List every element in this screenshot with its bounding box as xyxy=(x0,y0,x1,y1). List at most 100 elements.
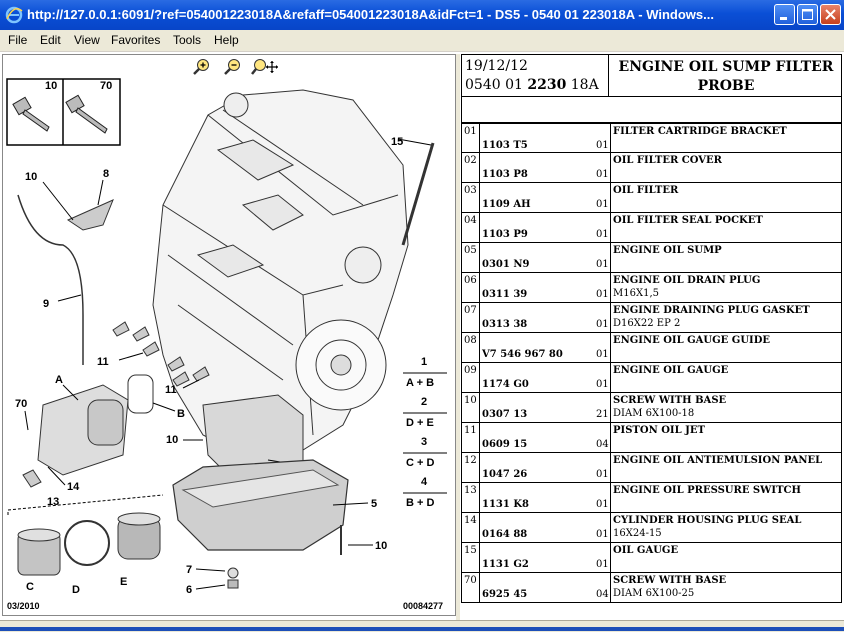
part-index: 06 xyxy=(464,275,477,286)
callout-15: 15 xyxy=(391,136,403,148)
inset-box xyxy=(6,78,121,146)
menu-favorites[interactable]: Favorites xyxy=(111,33,161,47)
part-reference[interactable]: 0307 13 xyxy=(482,409,528,420)
menu-edit[interactable]: Edit xyxy=(40,33,61,47)
part-reference[interactable]: 0301 N9 xyxy=(482,259,530,270)
part-description: SCREW WITH BASE xyxy=(613,575,727,586)
col-divider xyxy=(479,543,480,572)
callout-11a: 11 xyxy=(97,356,109,368)
callout-9: 9 xyxy=(43,298,49,310)
callout-D: D xyxy=(72,584,80,596)
taskbar-edge xyxy=(0,627,844,631)
col-divider xyxy=(610,153,611,182)
callout-14: 14 xyxy=(67,481,80,493)
part-reference[interactable]: 0311 39 xyxy=(482,289,528,300)
callout-6: 6 xyxy=(186,584,192,596)
menu-tools[interactable]: Tools xyxy=(173,33,202,47)
maximize-button[interactable] xyxy=(797,4,818,25)
part-index: 03 xyxy=(464,185,477,196)
col-divider xyxy=(610,483,611,512)
zoom-out-icon[interactable] xyxy=(224,58,242,76)
part-index: 11 xyxy=(464,425,477,436)
part-spec: DIAM 6X100-25 xyxy=(613,588,695,599)
legend-combo-4: B + D xyxy=(406,497,434,509)
col-divider xyxy=(610,333,611,362)
ie-icon xyxy=(5,6,23,24)
callout-10a: 10 xyxy=(25,171,37,183)
part-description: ENGINE OIL SUMP xyxy=(613,245,722,256)
part-reference[interactable]: 1103 T5 xyxy=(482,140,528,151)
part-reference[interactable]: 0609 15 xyxy=(482,439,528,450)
part-reference[interactable]: 0313 38 xyxy=(482,319,528,330)
part-reference[interactable]: 1047 26 xyxy=(482,469,528,480)
zoom-fit-icon[interactable] xyxy=(251,58,279,76)
menu-help[interactable]: Help xyxy=(214,33,239,47)
part-spec: M16X1,5 xyxy=(613,288,659,299)
parts-list-pane: 19/12/12 0540 01 2230 18A ENGINE OIL SUM… xyxy=(460,54,844,620)
col-divider xyxy=(610,303,611,332)
part-quantity: 01 xyxy=(596,499,609,510)
callout-10b: 10 xyxy=(166,434,178,446)
part-reference[interactable]: 1131 K8 xyxy=(482,499,529,510)
legend-num-1: 1 xyxy=(421,356,427,368)
part-reference[interactable]: 1103 P9 xyxy=(482,229,528,240)
part-description: ENGINE OIL ANTIEMULSION PANEL xyxy=(613,455,823,466)
part-reference[interactable]: 1131 G2 xyxy=(482,559,529,570)
callout-7: 7 xyxy=(186,564,192,576)
part-reference[interactable]: 1103 P8 xyxy=(482,169,528,180)
minimize-button[interactable] xyxy=(774,4,795,25)
part-reference[interactable]: 6925 45 xyxy=(482,589,528,600)
part-index: 07 xyxy=(464,305,477,316)
part-index: 15 xyxy=(464,545,477,556)
part-index: 09 xyxy=(464,365,477,376)
part-description: FILTER CARTRIDGE BRACKET xyxy=(613,126,787,137)
part-quantity: 01 xyxy=(596,259,609,270)
col-divider xyxy=(479,363,480,392)
part-quantity: 01 xyxy=(596,289,609,300)
legend: 1 A + B 2 D + E 3 C + D 4 B + D xyxy=(403,356,447,509)
part-reference[interactable]: 0164 88 xyxy=(482,529,528,540)
part-index: 14 xyxy=(464,515,477,526)
legend-num-4: 4 xyxy=(421,476,428,488)
part-reference[interactable]: 1174 G0 xyxy=(482,379,529,390)
pane-splitter[interactable] xyxy=(456,54,460,620)
callout-11b: 11 xyxy=(165,384,177,396)
callout-A: A xyxy=(55,374,63,386)
part-reference[interactable]: 1109 AH xyxy=(482,199,531,210)
zoom-in-icon[interactable] xyxy=(193,58,211,76)
part-description: OIL FILTER COVER xyxy=(613,155,722,166)
part-index: 04 xyxy=(464,215,477,226)
diagram-pane: 10 70 15 10 8 xyxy=(2,54,456,616)
close-button[interactable] xyxy=(820,4,841,25)
part-quantity: 01 xyxy=(596,559,609,570)
col-divider xyxy=(610,213,611,242)
col-divider xyxy=(610,243,611,272)
menu-view[interactable]: View xyxy=(74,33,100,47)
menu-file[interactable]: File xyxy=(8,33,28,47)
header-box: 19/12/12 0540 01 2230 18A ENGINE OIL SUM… xyxy=(461,54,842,97)
part-reference[interactable]: V7 546 967 80 xyxy=(482,349,563,360)
col-divider xyxy=(479,513,480,542)
window-titlebar: http://127.0.0.1:6091/?ref=054001223018A… xyxy=(0,0,844,31)
col-divider xyxy=(610,543,611,572)
col-divider xyxy=(610,124,611,153)
col-divider xyxy=(479,243,480,272)
col-divider xyxy=(610,393,611,422)
part-index: 01 xyxy=(464,126,477,137)
